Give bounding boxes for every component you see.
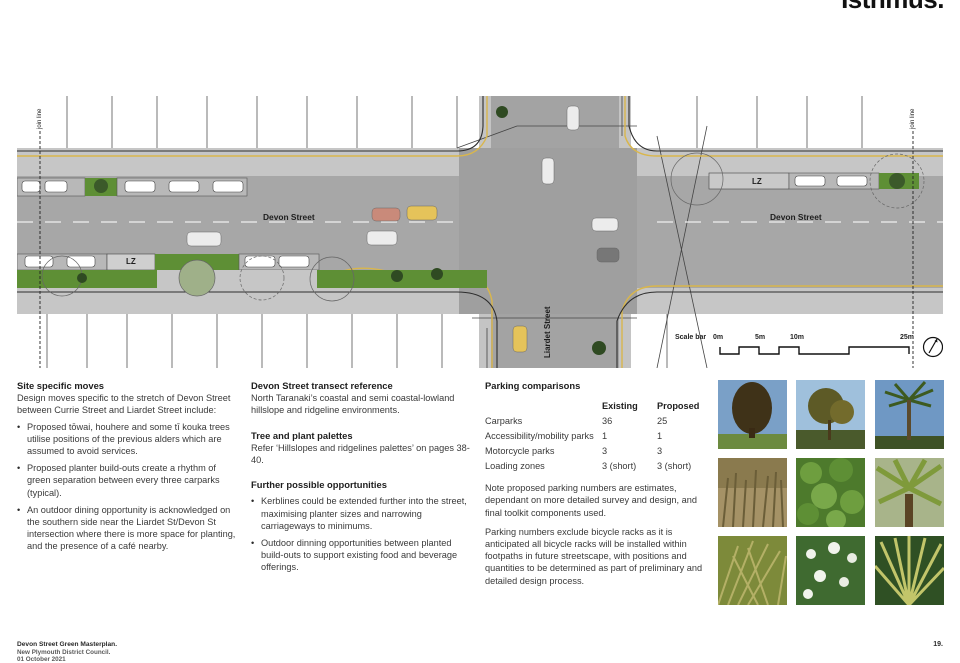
existing-value: 1 xyxy=(602,431,608,442)
palettes-body: Refer ‘Hillslopes and ridgelines palette… xyxy=(251,442,470,466)
transect-section: Devon Street transect reference North Ta… xyxy=(251,380,471,579)
existing-value: 3 xyxy=(602,446,608,457)
street-plan-drawing: join line join line Devon Street Devon S… xyxy=(17,96,943,368)
groundcover-photo xyxy=(796,458,865,527)
scale-bar-graphic xyxy=(719,346,910,355)
proposed-value: 25 xyxy=(657,416,668,427)
existing-value: 36 xyxy=(602,416,613,427)
existing-value: 3 (short) xyxy=(602,461,637,472)
transect-body: North Taranaki’s coastal and semi coasta… xyxy=(251,393,455,416)
proposed-value: 1 xyxy=(657,431,663,442)
list-item: Outdoor dinning opportunities between pl… xyxy=(251,537,471,574)
street-label-liardet: Liardet Street xyxy=(543,306,552,358)
column-header-proposed: Proposed xyxy=(657,401,700,412)
row-label: Accessibility/mobility parks xyxy=(485,431,594,442)
proposed-value: 3 xyxy=(657,446,663,457)
column-header-existing: Existing xyxy=(602,401,638,412)
tussock-photo xyxy=(718,536,787,605)
site-specific-section: Site specific moves Design moves specifi… xyxy=(17,380,237,558)
join-line-left-label: join line xyxy=(37,108,43,130)
loading-zone-bottom-label: LZ xyxy=(126,257,136,266)
site-specific-heading: Site specific moves xyxy=(17,380,105,391)
scale-tick-10m: 10m xyxy=(790,334,805,341)
tree-fern-photo xyxy=(875,458,944,527)
street-plan: join line join line Devon Street Devon S… xyxy=(17,96,943,368)
loading-zone-top-label: LZ xyxy=(752,177,762,186)
document-headline: Isthmus. xyxy=(841,0,944,15)
proposed-value: 3 (short) xyxy=(657,461,692,472)
parking-note-estimates: Note proposed parking numbers are estima… xyxy=(485,483,697,518)
opportunities-heading: Further possible opportunities xyxy=(251,479,387,491)
property-boundaries xyxy=(46,96,863,368)
list-item: Proposed planter build-outs create a rhy… xyxy=(17,462,237,499)
scale-tick-25m: 25m xyxy=(900,334,915,341)
table-row: Accessibility/mobility parks 1 1 xyxy=(485,430,705,445)
scale-bar-title: Scale bar xyxy=(675,334,707,341)
south-parking xyxy=(17,106,606,355)
list-item: Proposed tōwai, houhere and some tī kouk… xyxy=(17,421,237,458)
parking-section: Parking comparisons Existing Proposed Ca… xyxy=(485,380,710,587)
flax-photo xyxy=(875,536,944,605)
join-line-right-label: join line xyxy=(910,108,916,130)
flowering-shrub-photo xyxy=(796,536,865,605)
plant-palette-grid xyxy=(718,380,944,606)
parking-heading: Parking comparisons xyxy=(485,380,581,391)
list-item: Kerblines could be extended further into… xyxy=(251,495,471,532)
list-item: An outdoor dining opportunity is acknowl… xyxy=(17,504,237,553)
nikau-palm-photo xyxy=(875,380,944,449)
street-label-devon-left: Devon Street xyxy=(263,212,315,222)
table-row: Motorcycle parks 3 3 xyxy=(485,445,705,460)
row-label: Motorcycle parks xyxy=(485,446,555,457)
parking-note-bicycles: Parking numbers exclude bicycle racks as… xyxy=(485,526,703,586)
north-parking xyxy=(17,152,925,209)
scale-tick-0m: 0m xyxy=(713,334,724,341)
page-number: 19. xyxy=(933,641,943,648)
site-specific-intro: Design moves specific to the stretch of … xyxy=(17,393,231,416)
table-header-row: Existing Proposed xyxy=(485,396,705,415)
table-row: Carparks 36 25 xyxy=(485,415,705,430)
row-label: Carparks xyxy=(485,416,523,427)
tree-photo xyxy=(718,380,787,449)
transect-heading: Devon Street transect reference xyxy=(251,380,393,391)
vehicles xyxy=(186,105,620,353)
palettes-heading: Tree and plant palettes xyxy=(251,429,353,441)
north-arrow-icon xyxy=(922,336,943,358)
opportunities-list: Kerblines could be extended further into… xyxy=(251,495,471,573)
cabbage-tree-photo xyxy=(796,380,865,449)
table-row: Loading zones 3 (short) 3 (short) xyxy=(485,460,705,475)
footer-title: Devon Street Green Masterplan. xyxy=(17,641,118,648)
grass-photo xyxy=(718,458,787,527)
street-label-devon-right: Devon Street xyxy=(770,212,822,222)
scale-bar: Scale bar 0m 5m 10m 25m xyxy=(675,332,937,362)
site-specific-list: Proposed tōwai, houhere and some tī kouk… xyxy=(17,421,237,553)
footer-organisation: New Plymouth District Council. xyxy=(17,649,111,656)
parking-table: Existing Proposed Carparks 36 25 Accessi… xyxy=(485,396,705,475)
scale-tick-5m: 5m xyxy=(755,334,766,341)
row-label: Loading zones xyxy=(485,461,545,472)
